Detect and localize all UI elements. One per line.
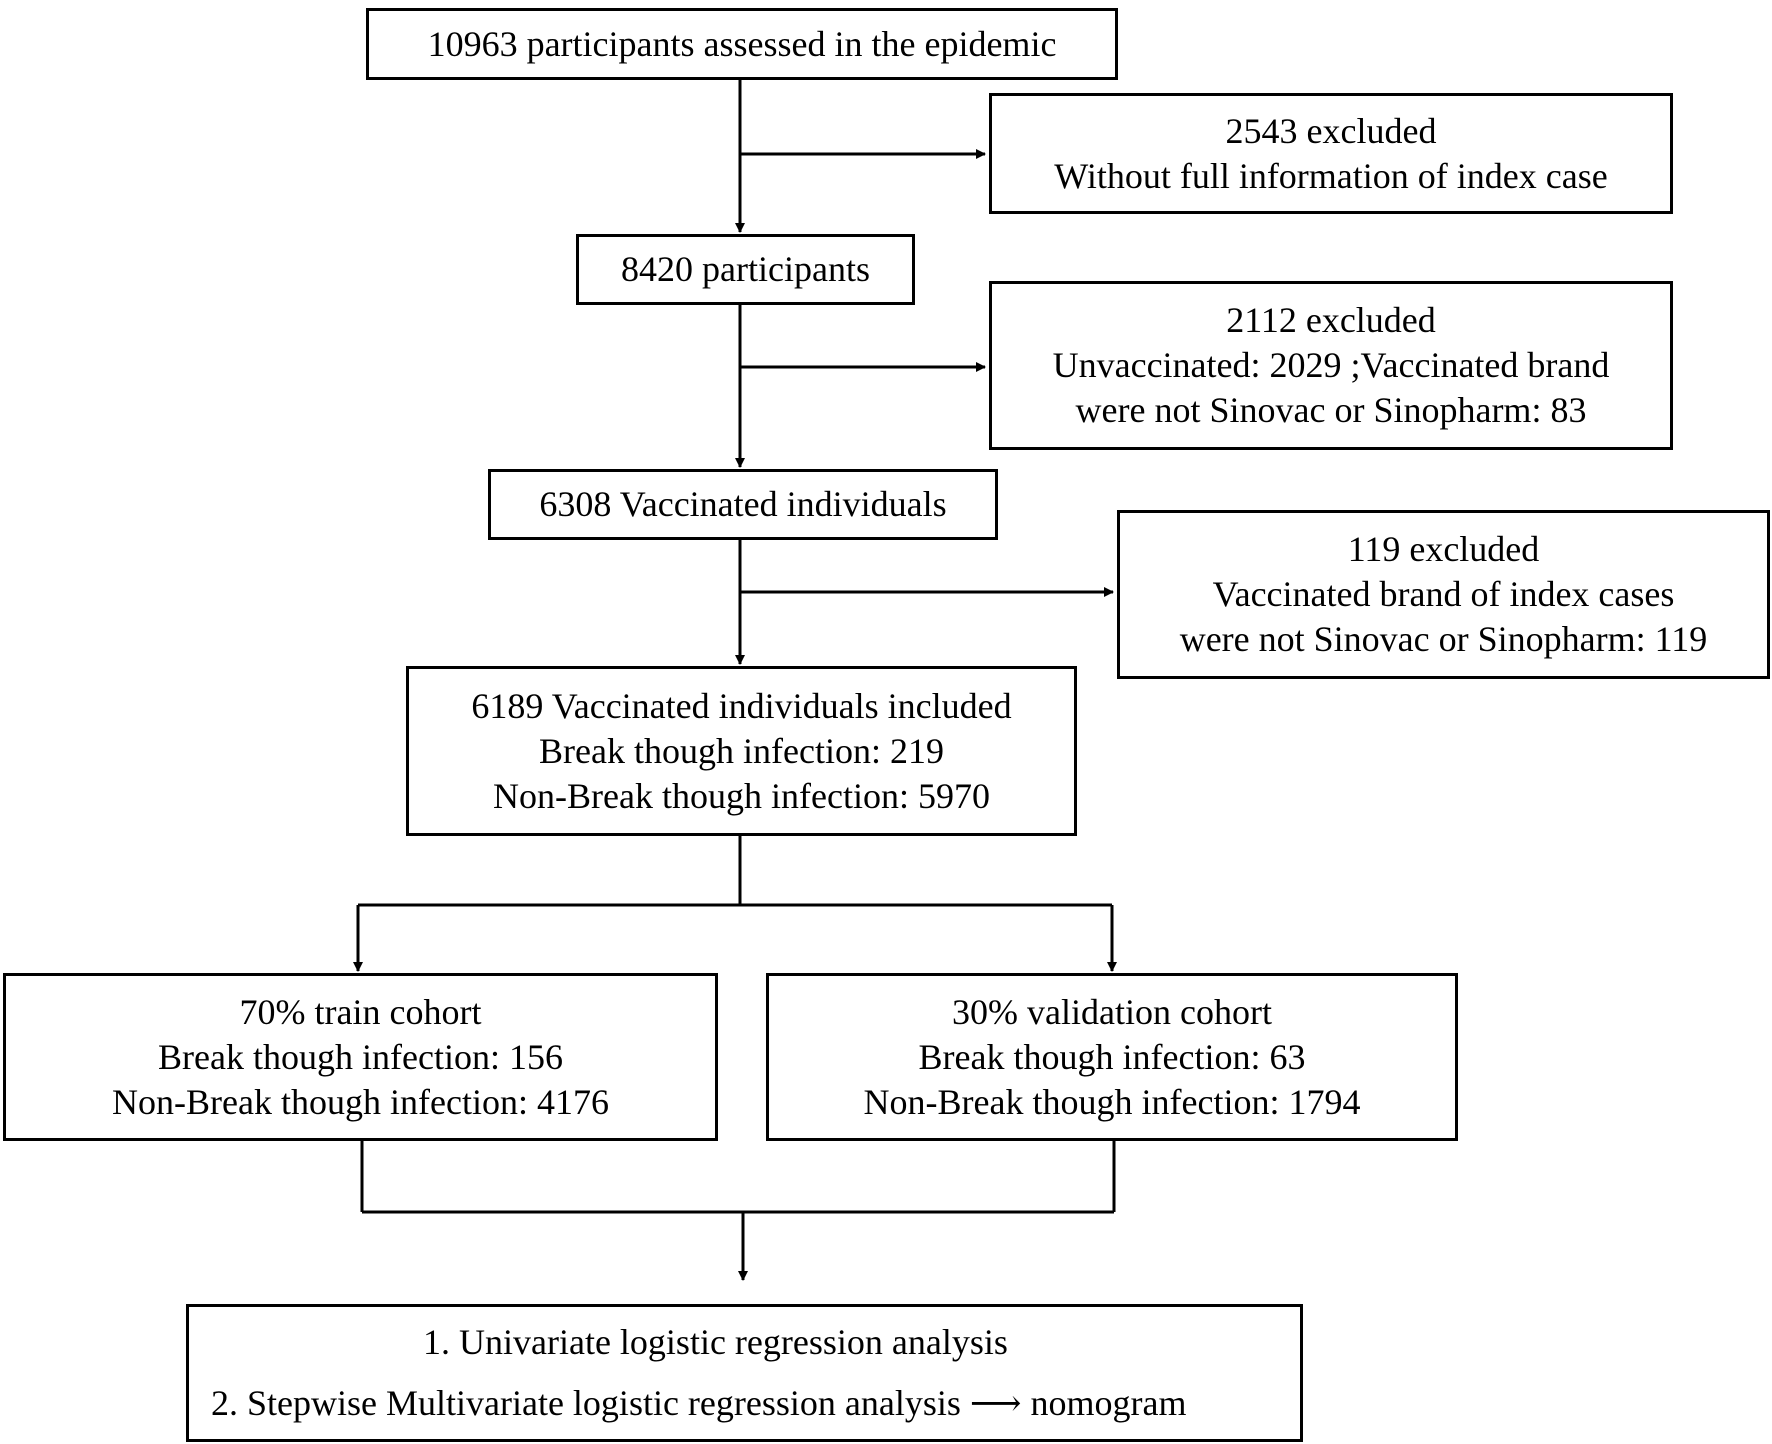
train-non-breakthrough: Non-Break though infection: 4176	[112, 1081, 609, 1122]
excluded-2-reason-line1: Unvaccinated: 2029 ;Vaccinated brand	[1052, 345, 1610, 385]
assessed-box: 10963 participants assessed in the epide…	[366, 8, 1118, 80]
train-title: 70% train cohort	[239, 991, 482, 1032]
excluded-3-count: 119 excluded	[1347, 529, 1540, 569]
excluded-box-2: 2112 excluded Unvaccinated: 2029 ;Vaccin…	[989, 281, 1673, 450]
validation-non-breakthrough: Non-Break though infection: 1794	[863, 1081, 1361, 1122]
excluded-3-reason-line1: Vaccinated brand of index cases	[1212, 574, 1675, 614]
analysis-step-1: 1. Univariate logistic regression analys…	[423, 1322, 1008, 1362]
assessed-text: 10963 participants assessed in the epide…	[427, 23, 1057, 64]
analysis-step-2: 2. Stepwise Multivariate logistic regres…	[211, 1383, 1187, 1423]
excluded-2-count: 2112 excluded	[1226, 300, 1436, 340]
vaccinated-box: 6308 Vaccinated individuals	[488, 469, 998, 540]
participants-box: 8420 participants	[576, 234, 915, 305]
excluded-3-reason-line2: were not Sinovac or Sinopharm: 119	[1179, 619, 1708, 659]
excluded-box-1: 2543 excluded Without full information o…	[989, 93, 1673, 214]
validation-title: 30% validation cohort	[952, 991, 1272, 1032]
participants-text: 8420 participants	[621, 249, 870, 289]
included-title: 6189 Vaccinated individuals included	[471, 685, 1012, 726]
vaccinated-text: 6308 Vaccinated individuals	[539, 484, 947, 524]
included-breakthrough: Break though infection: 219	[539, 730, 944, 771]
validation-cohort-box: 30% validation cohort Break though infec…	[766, 973, 1458, 1141]
included-box: 6189 Vaccinated individuals included Bre…	[406, 666, 1077, 836]
analysis-box: 1. Univariate logistic regression analys…	[186, 1304, 1303, 1442]
validation-breakthrough: Break though infection: 63	[918, 1036, 1306, 1077]
included-non-breakthrough: Non-Break though infection: 5970	[493, 775, 990, 816]
excluded-1-reason: Without full information of index case	[1054, 155, 1608, 196]
excluded-1-count: 2543 excluded	[1225, 110, 1437, 151]
excluded-box-3: 119 excluded Vaccinated brand of index c…	[1117, 510, 1770, 679]
train-cohort-box: 70% train cohort Break though infection:…	[3, 973, 718, 1141]
excluded-2-reason-line2: were not Sinovac or Sinopharm: 83	[1075, 390, 1587, 430]
train-breakthrough: Break though infection: 156	[158, 1036, 563, 1077]
